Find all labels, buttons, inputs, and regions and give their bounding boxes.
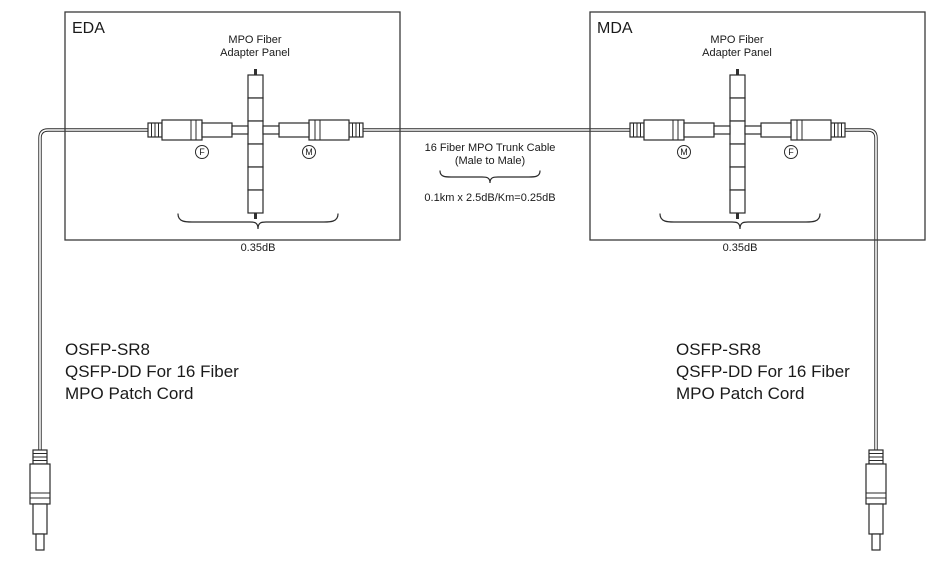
mda-panel-label-line2: Adapter Panel (702, 47, 772, 59)
eda-left-gender: F (199, 147, 205, 157)
mda-patchcord-line3: MPO Patch Cord (676, 384, 805, 403)
mda-patch-cord-connector (865, 449, 887, 551)
trunk-label-line1: 16 Fiber MPO Trunk Cable (425, 142, 556, 154)
eda-patch-cord-connector (29, 449, 51, 551)
eda-box (64, 11, 401, 241)
mda-panel-loss: 0.35dB (723, 242, 758, 254)
eda-adapter-panel (246, 67, 265, 221)
gender-circle (195, 145, 209, 159)
mda-patchcord-line2: QSFP-DD For 16 Fiber (676, 362, 850, 381)
mda-box (589, 11, 926, 241)
mda-patchcord-line1: OSFP-SR8 (676, 340, 761, 359)
eda-right-gender: M (305, 147, 313, 157)
eda-right-connector (262, 119, 364, 141)
eda-left-gender-badge: F (195, 145, 209, 159)
mda-left-connector (629, 119, 731, 141)
gender-circle (784, 145, 798, 159)
eda-title: EDA (72, 20, 105, 37)
mda-right-gender: F (788, 147, 794, 157)
eda-panel-label-line1: MPO Fiber (228, 34, 282, 46)
mda-right-connector (744, 119, 846, 141)
eda-patch-cord-label: OSFP-SR8 QSFP-DD For 16 Fiber MPO Patch … (65, 340, 239, 403)
mda-patch-cable (843, 128, 878, 452)
eda-right-gender-badge: M (302, 145, 316, 159)
eda-patchcord-line2: QSFP-DD For 16 Fiber (65, 362, 239, 381)
mda-panel-brace (659, 213, 821, 230)
trunk-label-line2: (Male to Male) (455, 155, 525, 167)
trunk-brace (439, 170, 541, 184)
mda-left-gender: M (680, 147, 688, 157)
eda-panel-brace (177, 213, 339, 230)
trunk-loss: 0.1km x 2.5dB/Km=0.25dB (424, 192, 555, 204)
mda-patch-cord-label: OSFP-SR8 QSFP-DD For 16 Fiber MPO Patch … (676, 340, 850, 403)
eda-panel-loss: 0.35dB (241, 242, 276, 254)
eda-left-connector (147, 119, 249, 141)
gender-circle (677, 145, 691, 159)
eda-patch-cable (38, 128, 150, 452)
eda-panel-label-line2: Adapter Panel (220, 47, 290, 59)
mda-right-gender-badge: F (784, 145, 798, 159)
mda-panel-label-line1: MPO Fiber (710, 34, 764, 46)
mda-title: MDA (597, 20, 633, 37)
eda-patchcord-line3: MPO Patch Cord (65, 384, 194, 403)
mda-left-gender-badge: M (677, 145, 691, 159)
gender-circle (302, 145, 316, 159)
eda-patchcord-line1: OSFP-SR8 (65, 340, 150, 359)
mda-adapter-panel (728, 67, 747, 221)
